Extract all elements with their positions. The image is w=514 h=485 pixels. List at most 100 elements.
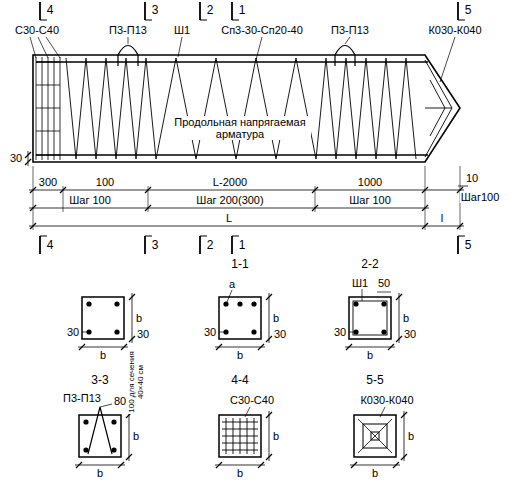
tip-mesh — [358, 419, 392, 453]
lifting-loop — [118, 46, 138, 67]
dimension-label: П3-П13 — [108, 24, 148, 36]
section-outline — [349, 297, 391, 339]
dimension-tick — [266, 336, 272, 342]
bar-dot — [381, 329, 386, 334]
dimension-line — [377, 292, 391, 293]
dimension-tick — [457, 223, 463, 229]
end-mesh — [36, 62, 60, 63]
dimension-label: Ш1 — [351, 277, 369, 289]
dimension-line — [269, 293, 270, 343]
dimension-tick — [346, 344, 352, 350]
section-mark — [457, 2, 459, 20]
section-mark — [231, 2, 233, 20]
section-mark — [40, 20, 47, 21]
mesh-bar — [222, 443, 258, 444]
dimension-tick — [396, 336, 402, 342]
dimension-label: 5-5 — [365, 374, 384, 387]
dimension-label: 4 — [46, 239, 55, 252]
dimension-line — [29, 190, 464, 191]
dimension-tick — [312, 205, 318, 211]
bar-dot — [251, 301, 256, 306]
dimension-label: С30-С40 — [229, 394, 275, 406]
tip-mesh — [425, 108, 452, 109]
dimension-tick — [30, 205, 36, 211]
dimension-tick — [60, 187, 66, 193]
leader-line — [256, 37, 262, 60]
bar-dot — [353, 301, 358, 306]
longitudinal-bar — [36, 61, 428, 62]
dimension-tick — [312, 187, 318, 193]
bar-dot — [111, 419, 116, 424]
dimension-label: b — [236, 467, 244, 479]
cover-line — [349, 332, 356, 333]
bar-dot — [114, 301, 119, 306]
dimension-tick — [145, 187, 151, 193]
dimension-line — [29, 226, 464, 227]
dimension-line — [129, 411, 130, 461]
mesh-bar — [247, 418, 248, 454]
cover-line — [219, 332, 226, 333]
section-mark — [231, 236, 233, 254]
dimension-label: Продольная напрягаемая арматура — [169, 116, 311, 140]
dimension-label: b — [272, 312, 280, 324]
dimension-label: b — [402, 312, 410, 324]
dimension-tick — [422, 205, 428, 211]
leader-line — [128, 37, 129, 44]
bar-dot — [111, 447, 116, 452]
dimension-line — [345, 347, 395, 348]
dimension-tick — [266, 454, 272, 460]
leader-line — [30, 37, 36, 58]
bar-dot — [83, 419, 88, 424]
dimension-label: 80 — [113, 395, 127, 407]
end-mesh — [42, 57, 43, 160]
dimension-tick — [401, 412, 407, 418]
bar-dot — [223, 301, 228, 306]
section-mark — [200, 236, 207, 237]
section-mark — [144, 236, 146, 254]
dimension-label: 3 — [151, 4, 160, 17]
dimension-tick — [396, 294, 402, 300]
section-mark — [145, 236, 152, 237]
dimension-tick — [266, 294, 272, 300]
dimension-tick — [129, 336, 135, 342]
dimension-label: 2-2 — [360, 258, 379, 271]
leader-line — [440, 37, 455, 82]
mesh-bar — [254, 418, 255, 454]
dimension-label: 4-4 — [230, 374, 249, 387]
end-mesh — [36, 85, 60, 86]
bar-dot — [251, 329, 256, 334]
tip-mesh — [425, 60, 452, 157]
leader-line — [38, 37, 48, 58]
dimension-label: 100 для сечения 40×40 см — [127, 350, 145, 414]
section-mark — [232, 20, 239, 21]
extension-line — [425, 166, 426, 230]
longitudinal-bar — [36, 154, 428, 155]
dimension-line — [399, 293, 400, 343]
end-mesh — [36, 131, 60, 132]
leader-line — [227, 290, 232, 302]
dimension-label: 1-1 — [230, 258, 249, 271]
pile-outline — [33, 55, 460, 162]
dimension-line — [269, 411, 270, 461]
dimension-label: b — [96, 467, 104, 479]
dimension-tick — [216, 344, 222, 350]
dimension-tick — [79, 344, 85, 350]
dimension-label: b — [135, 312, 143, 324]
section-mark — [39, 2, 41, 20]
dimension-label: Шаг 100 — [348, 194, 392, 206]
dimension-tick — [30, 223, 36, 229]
dimension-label: 3-3 — [90, 374, 109, 387]
dimension-label: b — [236, 349, 244, 361]
dimension-label: 100 — [95, 176, 115, 188]
mesh-bar — [222, 436, 258, 437]
bar-dot — [237, 301, 242, 306]
section-outline — [354, 415, 396, 457]
dimension-tick — [25, 159, 31, 165]
dimension-label: 1 — [238, 239, 247, 252]
section-mark — [199, 2, 201, 20]
dimension-label: Шаг 100 — [68, 194, 112, 206]
section-mark — [144, 2, 146, 20]
leader-line — [380, 407, 385, 417]
